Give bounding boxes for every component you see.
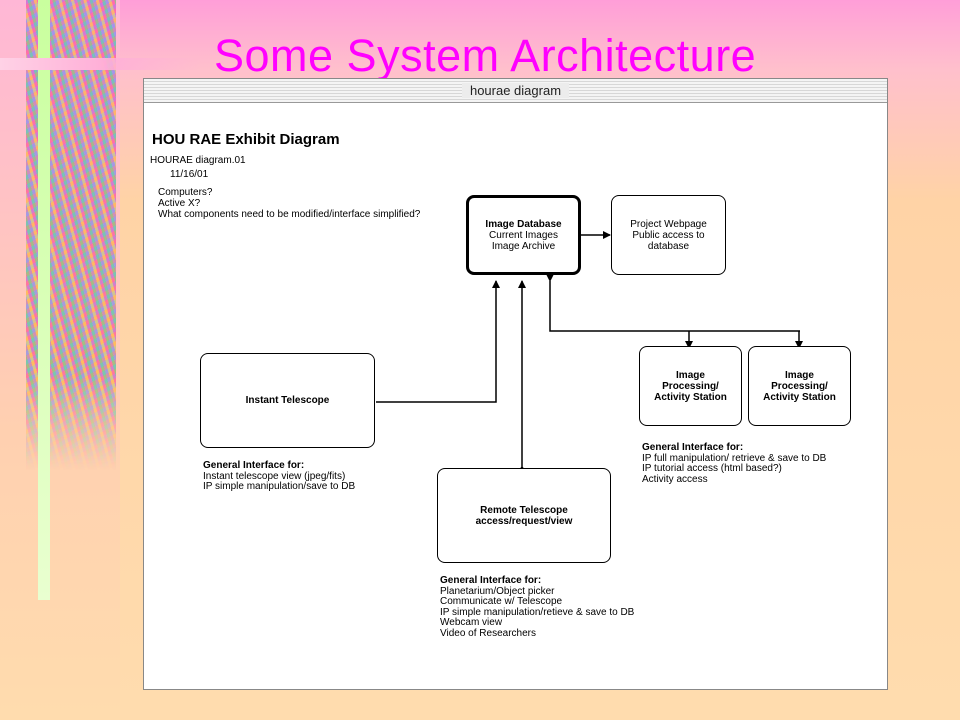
notes-item: IP simple manipulation/save to DB: [203, 481, 356, 492]
link-instant-to-db: [376, 280, 500, 403]
ip-station-2-box: Image Processing/ Activity Station: [748, 346, 851, 426]
instant-telescope-title: Instant Telescope: [245, 395, 330, 406]
project-webpage-line: Public access to: [632, 229, 705, 241]
project-webpage-line: Project Webpage: [630, 218, 707, 230]
notes-item: IP full manipulation/ retrieve & save to…: [642, 452, 827, 464]
question-line: What components need to be modified/inte…: [158, 209, 421, 220]
ip-station-line: Activity Station: [654, 391, 727, 403]
ip-station-line: Image: [785, 369, 814, 381]
decorative-side-strip: [0, 0, 120, 720]
ip-station-line: Activity Station: [763, 391, 836, 403]
notes-item: IP tutorial access (html based?): [642, 463, 782, 474]
notes-item: IP simple manipulation/retieve & save to…: [440, 606, 635, 618]
remote-telescope-line: Remote Telescope: [480, 504, 568, 516]
link-db-ip: [546, 274, 800, 332]
diagram-window: hourae diagram HOU RAE Exhibit Diagram H…: [143, 78, 888, 690]
image-database-line: Image Archive: [491, 240, 556, 252]
connector-lines: [376, 231, 803, 473]
question-line: Active X?: [158, 198, 201, 209]
notes-heading: General Interface for:: [440, 575, 542, 586]
remote-telescope-line: access/request/view: [475, 515, 573, 527]
ip-stations-notes: General Interface for: IP full manipulat…: [642, 442, 827, 485]
notes-item: Instant telescope view (jpeg/fits): [203, 470, 346, 482]
document-heading: HOU RAE Exhibit Diagram: [152, 131, 340, 148]
document-date: 11/16/01: [170, 169, 209, 180]
diagram-canvas: HOU RAE Exhibit Diagram HOURAE diagram.0…: [144, 103, 887, 689]
image-database-box: Image Database Current Images Image Arch…: [466, 195, 581, 275]
remote-telescope-notes: General Interface for: Planetarium/Objec…: [440, 575, 635, 639]
notes-item: Webcam view: [440, 617, 503, 628]
notes-item: Video of Researchers: [440, 627, 536, 639]
question-line: Computers?: [158, 187, 213, 198]
image-database-title: Image Database: [485, 218, 562, 230]
project-webpage-box: Project Webpage Public access to databas…: [611, 195, 726, 275]
ip-station-line: Image: [676, 369, 705, 381]
ip-station-line: Processing/: [662, 380, 719, 392]
project-webpage-line: database: [647, 240, 690, 252]
decorative-horizontal-bar: [0, 58, 200, 70]
notes-heading: General Interface for:: [203, 460, 305, 471]
ip-station-line: Processing/: [771, 380, 828, 392]
instant-telescope-notes: General Interface for: Instant telescope…: [203, 460, 356, 493]
notes-item: Planetarium/Object picker: [440, 585, 555, 597]
remote-telescope-box: Remote Telescope access/request/view: [437, 468, 611, 563]
window-title: hourae diagram: [461, 83, 570, 98]
ip-station-1-box: Image Processing/ Activity Station: [639, 346, 742, 426]
window-titlebar[interactable]: hourae diagram: [144, 79, 887, 103]
notes-item: Communicate w/ Telescope: [440, 596, 563, 607]
instant-telescope-box: Instant Telescope: [200, 353, 375, 448]
notes-item: Activity access: [642, 473, 708, 485]
image-database-line: Current Images: [489, 229, 558, 241]
notes-heading: General Interface for:: [642, 442, 744, 453]
decorative-vertical-bar: [38, 0, 50, 600]
document-file-name: HOURAE diagram.01: [150, 155, 246, 166]
slide-title: Some System Architecture: [214, 30, 757, 81]
